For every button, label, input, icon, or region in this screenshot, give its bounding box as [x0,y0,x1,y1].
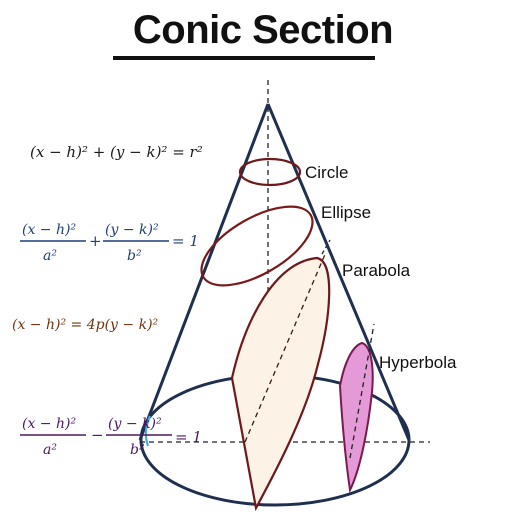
ellipse-op: + [89,232,102,250]
label-circle: Circle [305,163,348,182]
equation-hyperbola: (x − h)² a² − (y − k)² b² = 1 [20,416,202,458]
circle-section [238,157,302,187]
hyperbola-left-branch [144,415,152,447]
hyperbola-num1: (x − h)² [22,416,76,432]
hyperbola-rhs: = 1 [175,428,202,446]
parabola-axis [244,251,327,443]
equation-parabola: (x − h)² = 4p(y − k)² [12,317,159,333]
ellipse-section [200,205,314,287]
ellipse-num1: (x − h)² [22,222,76,238]
label-parabola: Parabola [342,261,411,280]
label-hyperbola: Hyperbola [379,353,457,372]
ellipse-num2: (y − k)² [105,222,159,238]
hyperbola-section [338,341,374,494]
equation-ellipse: (x − h)² a² + (y − k)² b² = 1 [20,222,199,264]
hyperbola-den2: b² [130,442,145,458]
hyperbola-axis [349,323,375,459]
ellipse-den1: a² [43,248,57,264]
parabola-section [230,256,331,512]
cone-left-side [138,103,270,441]
hyperbola-op: − [91,426,104,444]
hyperbola-num2: (y − k)² [108,416,162,432]
cone-right-side [266,103,411,441]
equation-circle: (x − h)² + (y − k)² = r² [30,143,203,161]
ellipse-rhs: = 1 [172,232,199,250]
ellipse-den2: b² [127,248,142,264]
hyperbola-den1: a² [43,442,57,458]
page-title: Conic Section [132,8,394,52]
label-ellipse: Ellipse [321,203,371,222]
parabola-vertex-tick [321,239,331,255]
title-underline [113,56,375,60]
